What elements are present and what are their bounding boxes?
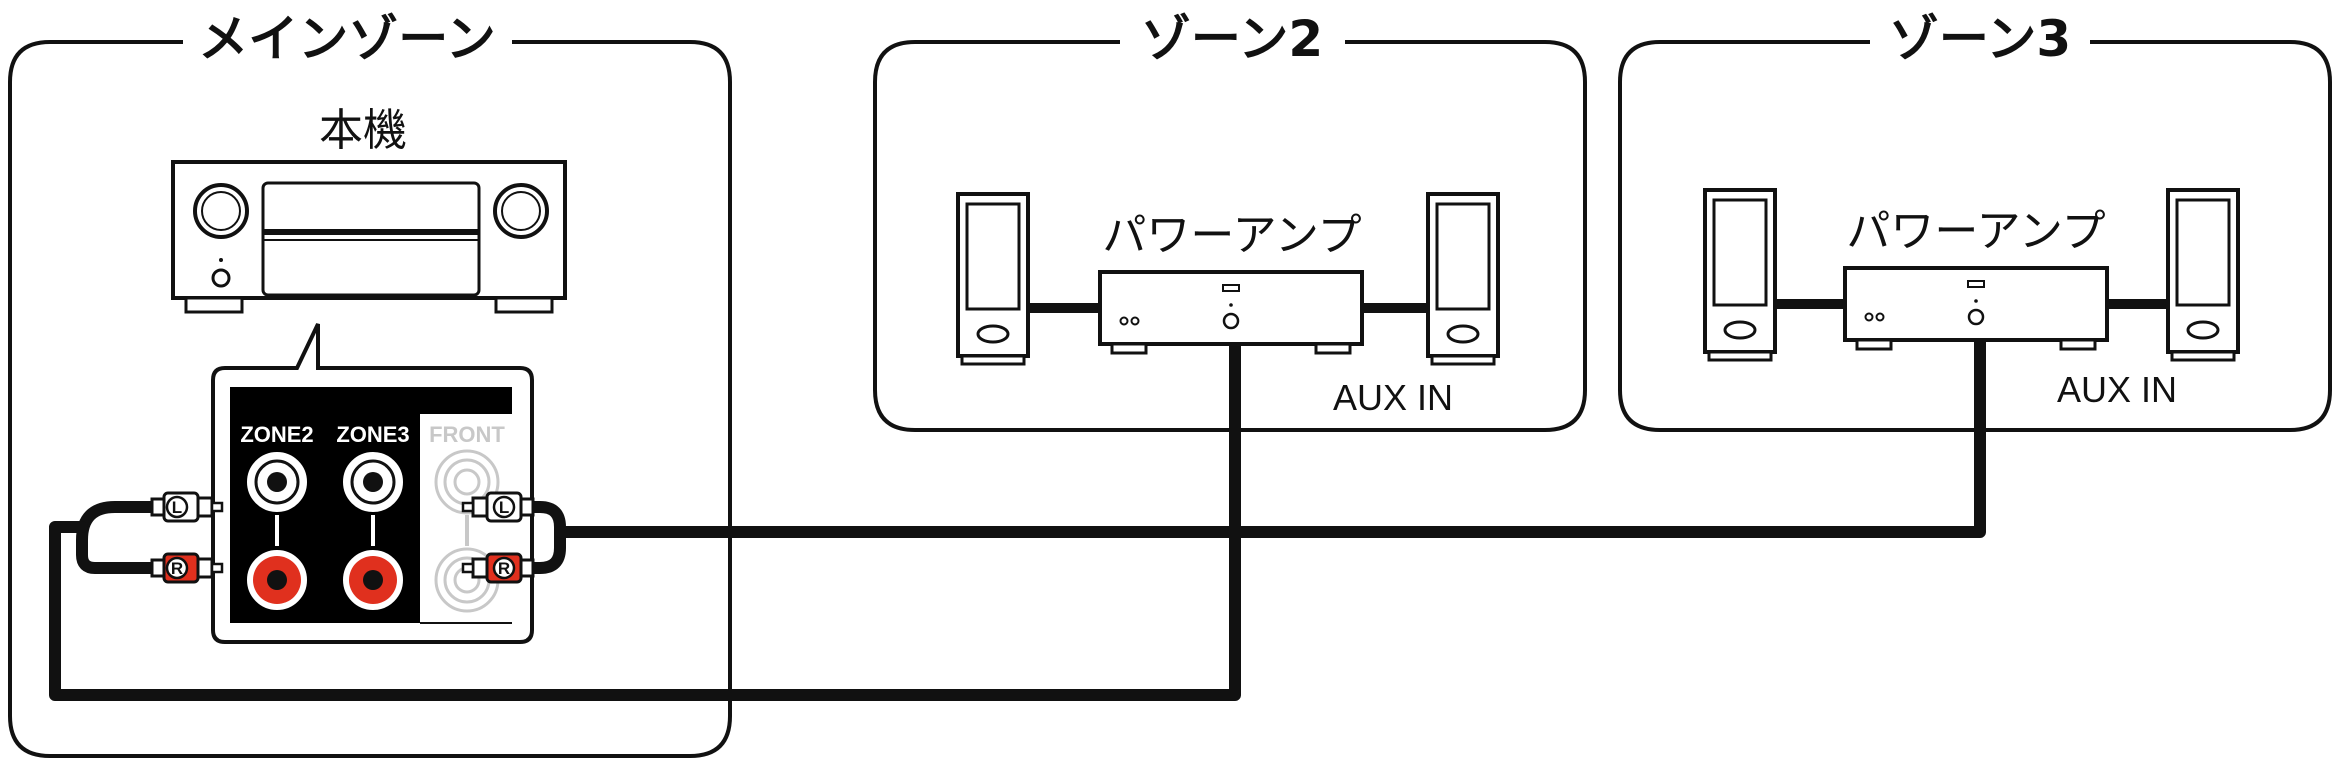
zone2-jack-left [245,450,309,514]
jack-label-zone2: ZONE2 [240,422,313,447]
zone2-amp [1098,270,1364,355]
zone3-speaker-left [1703,188,1777,362]
jack-label-zone3: ZONE3 [336,422,409,447]
main-zone-title: メインゾーン [198,10,496,68]
zone2-jack-right [245,548,309,612]
zone3-cable-bundle [527,501,566,574]
zone3-frame [1618,40,2332,432]
zone2-frame [873,40,1587,432]
zone3-plug-left: L [461,491,535,523]
zone3-cable [554,337,1986,538]
plug-letter: L [172,498,182,517]
zone2-cable-bundle [76,501,156,574]
device-label: 本機 [319,105,407,156]
jack-panel: ZONE2 ZONE3 FRONT [230,387,512,624]
plug-letter: R [171,559,183,578]
zone2-cable [49,337,1241,701]
zone3-plug-right: R [461,552,535,584]
zone2-plug-right: R [150,552,224,584]
zone2-input-label: AUX IN [1333,377,1453,418]
zone2: ゾーン2 パワーアンプ AUX IN [873,10,1587,432]
zone2-plug-left: L [150,491,224,523]
zone3-speaker-right [2166,188,2240,362]
zone3: ゾーン3 パワーアンプ AUX IN [1618,10,2332,432]
zone2-speaker-left [956,192,1030,366]
main-zone: メインゾーン 本機 ZONE2 ZONE3 [8,10,732,758]
zone2-amp-label: パワーアンプ [1102,210,1361,261]
plug-letter: L [499,498,509,517]
zone3-amp-label: パワーアンプ [1846,206,2105,257]
zone2-title: ゾーン2 [1141,10,1323,68]
jack-label-front: FRONT [429,422,505,447]
zone3-title: ゾーン3 [1889,10,2071,68]
zone3-amp [1843,266,2109,351]
zone3-input-label: AUX IN [2057,369,2177,410]
zone3-jack-right [341,548,405,612]
receiver-icon [171,160,567,314]
plug-letter: R [498,559,510,578]
zone3-jack-left [341,450,405,514]
main-zone-frame [8,40,732,758]
zone2-speaker-right [1426,192,1500,366]
